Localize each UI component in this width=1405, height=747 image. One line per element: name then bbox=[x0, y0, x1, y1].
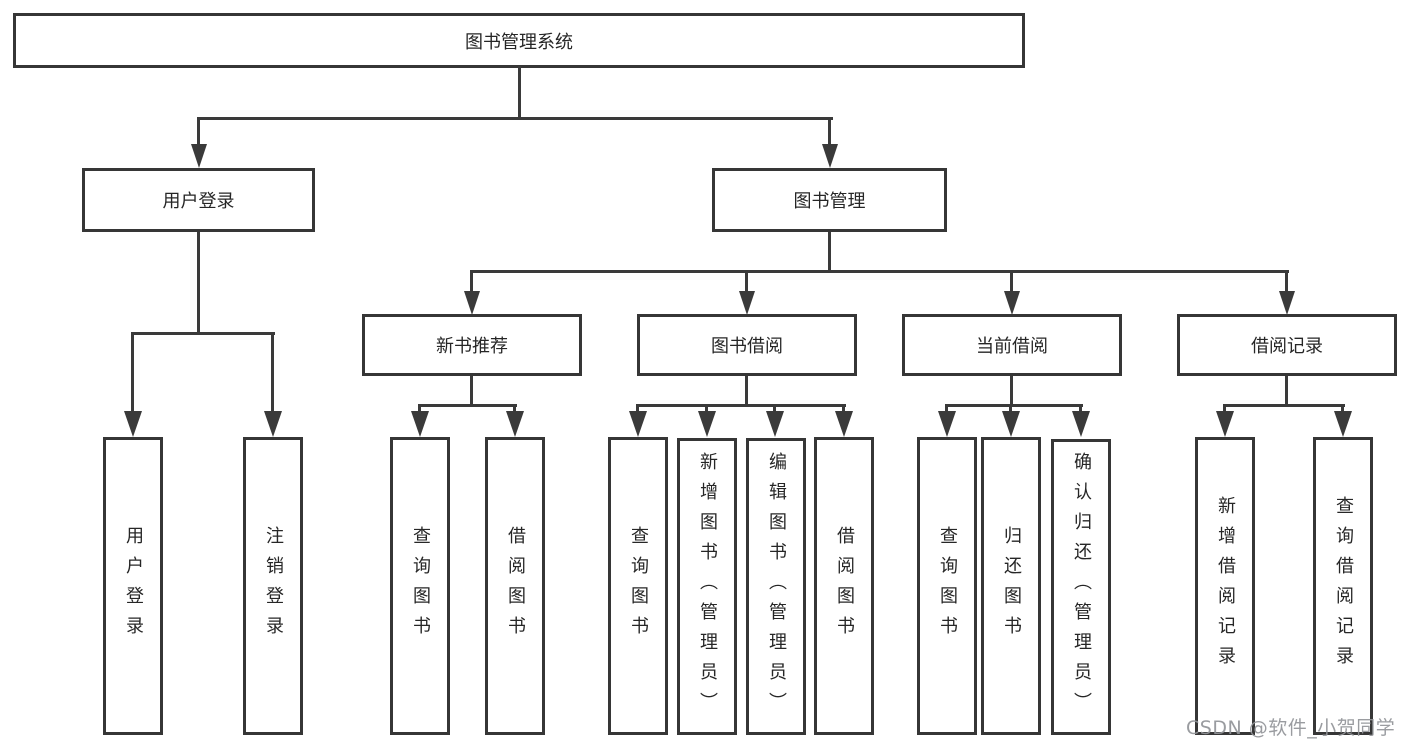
csdn-watermark: CSDN @软件_小贺同学 bbox=[1186, 717, 1396, 739]
connector-segment bbox=[745, 376, 748, 407]
arrowhead-down-icon bbox=[739, 291, 755, 315]
arrowhead-down-icon bbox=[464, 291, 480, 315]
leaf-user-login-label: 用户登录 bbox=[123, 526, 144, 646]
arrowhead-down-icon bbox=[506, 411, 524, 437]
arrowhead-down-icon bbox=[938, 411, 956, 437]
connector-segment bbox=[470, 376, 473, 407]
connector-segment bbox=[1223, 404, 1226, 414]
arrowhead-down-icon bbox=[835, 411, 853, 437]
leaf-add-borrow-record: 新增借阅记录 bbox=[1195, 437, 1255, 735]
leaf-confirm-return-admin: 确认归还（管理员） bbox=[1051, 439, 1111, 735]
node-borrow-records-label: 借阅记录 bbox=[1251, 336, 1323, 357]
connector-segment bbox=[1010, 376, 1013, 407]
connector-segment bbox=[1285, 376, 1288, 407]
connector-segment bbox=[418, 404, 517, 407]
connector-segment bbox=[1341, 404, 1344, 414]
node-new-book-recommend: 新书推荐 bbox=[362, 314, 582, 376]
arrowhead-down-icon bbox=[822, 144, 838, 168]
connector-segment bbox=[705, 404, 708, 414]
leaf-edit-book-admin: 编辑图书（管理员） bbox=[746, 438, 806, 735]
connector-segment bbox=[197, 117, 200, 147]
node-user-login-group-label: 用户登录 bbox=[162, 191, 235, 212]
arrowhead-down-icon bbox=[1004, 291, 1020, 315]
connector-segment bbox=[470, 270, 1289, 273]
connector-segment bbox=[1079, 404, 1082, 414]
arrowhead-down-icon bbox=[411, 411, 429, 437]
connector-segment bbox=[518, 66, 521, 119]
node-book-management-label: 图书管理 bbox=[793, 191, 866, 212]
leaf-return-book-label: 归还图书 bbox=[1001, 526, 1022, 646]
connector-segment bbox=[945, 404, 1083, 407]
arrowhead-down-icon bbox=[1334, 411, 1352, 437]
connector-segment bbox=[131, 332, 134, 414]
connector-segment bbox=[197, 232, 200, 334]
arrowhead-down-icon bbox=[1072, 411, 1090, 437]
connector-segment bbox=[1009, 404, 1012, 414]
arrowhead-down-icon bbox=[1002, 411, 1020, 437]
leaf-edit-book-admin-label: 编辑图书（管理员） bbox=[766, 451, 787, 722]
node-new-book-recommend-label: 新书推荐 bbox=[436, 336, 508, 357]
connector-segment bbox=[636, 404, 846, 407]
connector-segment bbox=[1223, 404, 1345, 407]
connector-segment bbox=[828, 232, 831, 273]
node-book-borrowing-label: 图书借阅 bbox=[711, 336, 783, 357]
leaf-query-borrow-record-label: 查询借阅记录 bbox=[1333, 496, 1354, 676]
leaf-borrow-books-recommend-label: 借阅图书 bbox=[505, 526, 526, 646]
leaf-query-borrow-record: 查询借阅记录 bbox=[1313, 437, 1373, 735]
connector-segment bbox=[1285, 270, 1288, 294]
node-book-management: 图书管理 bbox=[712, 168, 947, 232]
connector-segment bbox=[745, 270, 748, 294]
leaf-query-books-current: 查询图书 bbox=[917, 437, 977, 735]
leaf-borrow-books-borrowing-label: 借阅图书 bbox=[834, 526, 855, 646]
leaf-query-books-recommend: 查询图书 bbox=[390, 437, 450, 735]
arrowhead-down-icon bbox=[766, 411, 784, 437]
connector-segment bbox=[197, 117, 833, 120]
leaf-user-login: 用户登录 bbox=[103, 437, 163, 735]
arrowhead-down-icon bbox=[191, 144, 207, 168]
connector-segment bbox=[828, 117, 831, 147]
connector-segment bbox=[1010, 270, 1013, 294]
node-current-borrowing: 当前借阅 bbox=[902, 314, 1122, 376]
connector-segment bbox=[636, 404, 639, 414]
leaf-query-books-borrowing: 查询图书 bbox=[608, 437, 668, 735]
connector-segment bbox=[773, 404, 776, 414]
leaf-borrow-books-recommend: 借阅图书 bbox=[485, 437, 545, 735]
connector-segment bbox=[842, 404, 845, 414]
connector-segment bbox=[470, 270, 473, 294]
arrowhead-down-icon bbox=[1279, 291, 1295, 315]
node-library-system-label: 图书管理系统 bbox=[465, 31, 573, 53]
leaf-return-book: 归还图书 bbox=[981, 437, 1041, 735]
node-book-borrowing: 图书借阅 bbox=[637, 314, 857, 376]
leaf-logout-label: 注销登录 bbox=[263, 526, 284, 646]
leaf-borrow-books-borrowing: 借阅图书 bbox=[814, 437, 874, 735]
arrowhead-down-icon bbox=[698, 411, 716, 437]
arrowhead-down-icon bbox=[1216, 411, 1234, 437]
leaf-query-books-recommend-label: 查询图书 bbox=[410, 526, 431, 646]
node-library-system: 图书管理系统 bbox=[13, 13, 1025, 68]
node-current-borrowing-label: 当前借阅 bbox=[976, 336, 1048, 357]
leaf-query-books-current-label: 查询图书 bbox=[937, 526, 958, 646]
leaf-add-book-admin: 新增图书（管理员） bbox=[677, 438, 737, 735]
leaf-logout: 注销登录 bbox=[243, 437, 303, 735]
node-user-login-group: 用户登录 bbox=[82, 168, 315, 232]
connector-segment bbox=[945, 404, 948, 414]
arrowhead-down-icon bbox=[264, 411, 282, 437]
connector-segment bbox=[271, 332, 274, 414]
leaf-confirm-return-admin-label: 确认归还（管理员） bbox=[1071, 452, 1092, 722]
leaf-query-books-borrowing-label: 查询图书 bbox=[628, 526, 649, 646]
node-borrow-records: 借阅记录 bbox=[1177, 314, 1397, 376]
connector-segment bbox=[513, 404, 516, 414]
arrowhead-down-icon bbox=[124, 411, 142, 437]
leaf-add-book-admin-label: 新增图书（管理员） bbox=[697, 451, 718, 722]
connector-segment bbox=[418, 404, 421, 414]
leaf-add-borrow-record-label: 新增借阅记录 bbox=[1215, 496, 1236, 676]
connector-segment bbox=[131, 332, 275, 335]
arrowhead-down-icon bbox=[629, 411, 647, 437]
